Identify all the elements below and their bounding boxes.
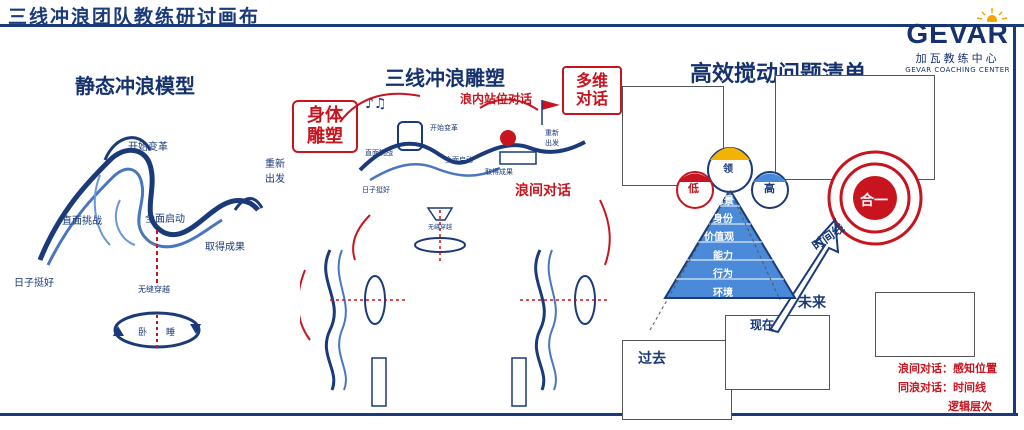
cycle-right-label: 睡 bbox=[166, 328, 176, 338]
legend-line-3: 逻辑层次 bbox=[948, 400, 992, 413]
note-bottom-left bbox=[622, 340, 732, 420]
cycle-left-label: 卧 bbox=[138, 328, 148, 338]
label-get-results: 取得成果 bbox=[205, 242, 245, 253]
label-seamless: 无缝穿越 bbox=[138, 285, 170, 294]
sculpture-drawing: ♪♫ bbox=[300, 92, 611, 407]
right-border bbox=[1013, 24, 1016, 414]
now-label: 现在 bbox=[750, 318, 775, 332]
panel-static-model: 静态冲浪模型 开始变革 重新出发 全面启动 直面挑战 取得成果 日子挺好 无缝穿… bbox=[0, 30, 300, 412]
panel1-title: 静态冲浪模型 bbox=[75, 74, 195, 98]
label-full-launch: 全面启动 bbox=[145, 214, 185, 225]
pyramid-level-5: 行为 bbox=[713, 269, 733, 280]
logo-cn: 加瓦教练中心 bbox=[915, 52, 1000, 65]
panel2-title: 三线冲浪雕塑 bbox=[385, 66, 505, 90]
label-restart: 重新出发 bbox=[265, 159, 285, 185]
pyramid-level-6: 环境 bbox=[713, 288, 733, 299]
pyramid-drawing bbox=[649, 147, 923, 334]
panel-question-list: 高效搅动问题清单 愿景 身份 价值观 能力 行为 环境 时间线 过去 现在 未来 bbox=[620, 30, 1020, 420]
wave-station-label: 浪内站位对话 bbox=[460, 92, 533, 106]
logo-brand: GEVAR bbox=[906, 18, 1009, 49]
pyramid-level-2: 身份 bbox=[713, 214, 733, 225]
low-label: 低 bbox=[688, 182, 699, 195]
svg-text:♪♫: ♪♫ bbox=[365, 96, 387, 112]
pyramid-level-3: 价值观 bbox=[704, 232, 734, 243]
wave-between-label: 浪间对话 bbox=[515, 183, 571, 199]
high-label: 高 bbox=[764, 182, 775, 195]
legend-line-2: 同浪对话：时间线 bbox=[898, 381, 986, 394]
s-label-good-days: 日子挺好 bbox=[362, 186, 390, 194]
label-good-days: 日子挺好 bbox=[14, 278, 54, 289]
top-border bbox=[0, 24, 1024, 27]
label-start-change: 开始变革 bbox=[128, 142, 168, 153]
logo-en: GEVAR COACHING CENTER bbox=[905, 66, 1010, 74]
body-sculpture-bubble: 身体雕塑 bbox=[292, 100, 358, 154]
pyramid-level-4: 能力 bbox=[713, 251, 733, 262]
s-label-full-launch: 全面启动 bbox=[445, 156, 473, 164]
gevar-logo: GEVAR 加瓦教练中心 GEVAR COACHING CENTER bbox=[905, 8, 1010, 74]
page-title: 三线冲浪团队教练研讨画布 bbox=[8, 6, 261, 28]
s-label-start-change: 开始变革 bbox=[430, 124, 458, 132]
s-label-seamless: 无缝穿越 bbox=[428, 224, 453, 231]
note-top-left bbox=[622, 86, 724, 186]
s-label-face-challenge: 直面挑战 bbox=[365, 149, 393, 157]
legend-line-1: 浪间对话：感知位置 bbox=[898, 362, 997, 375]
past-label: 过去 bbox=[638, 351, 666, 367]
label-face-challenge: 直面挑战 bbox=[62, 216, 102, 227]
unity-label: 合一 bbox=[860, 193, 888, 209]
sun-icon bbox=[976, 8, 1008, 22]
future-label: 未来 bbox=[798, 295, 826, 311]
bottom-border bbox=[0, 413, 1018, 416]
pyramid-level-1: 愿景 bbox=[714, 196, 734, 207]
static-wave-drawing bbox=[37, 136, 264, 349]
lead-label: 领 bbox=[723, 164, 733, 175]
s-label-get-results: 取得成果 bbox=[485, 168, 513, 176]
note-mid-right bbox=[875, 292, 975, 357]
s-label-restart: 重新出发 bbox=[545, 129, 559, 147]
multi-dialog-bubble: 多维对话 bbox=[562, 66, 622, 115]
panel-sculpture: 三线冲浪雕塑 身体雕塑 多维对话 浪内站位对话 浪间对话 ♪♫ bbox=[292, 30, 622, 412]
